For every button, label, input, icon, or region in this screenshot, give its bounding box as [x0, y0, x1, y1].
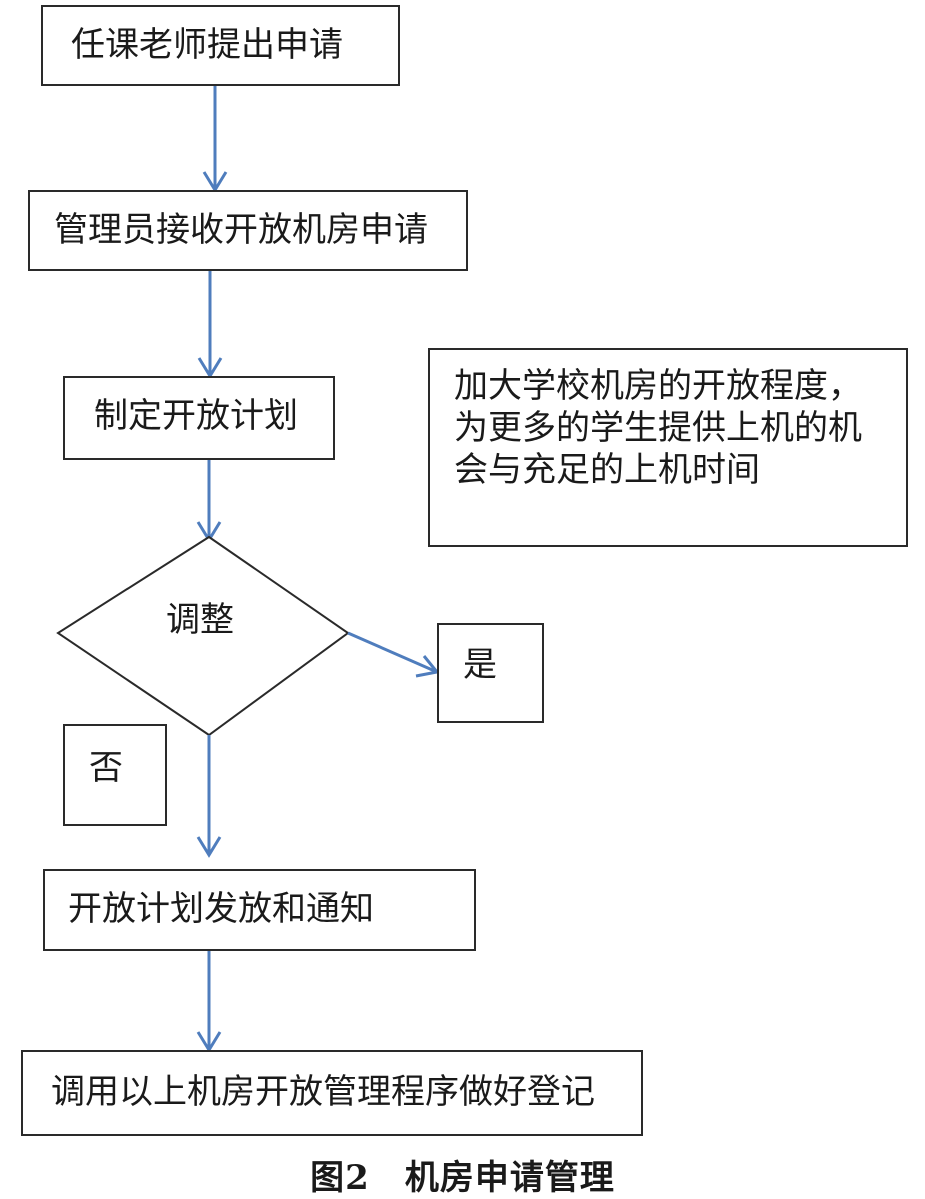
step-admin-receive-label: 管理员接收开放机房申请: [54, 210, 428, 250]
arrow-decision-to-yes: [347, 631, 438, 674]
arrowhead-step4: [196, 836, 222, 858]
step-make-plan-label: 制定开放计划: [94, 396, 298, 436]
yes-label: 是: [463, 645, 497, 685]
step-publish-notify: 开放计划发放和通知: [43, 869, 476, 951]
no-box: 否: [63, 724, 167, 826]
goal-note-line: 为更多的学生提供上机的机: [454, 408, 862, 448]
step-teacher-request-label: 任课老师提出申请: [71, 25, 343, 65]
step-teacher-request: 任课老师提出申请: [41, 5, 400, 86]
figure-caption: 图2 机房申请管理: [310, 1158, 615, 1198]
yes-box: 是: [437, 623, 544, 723]
decision-adjust-label: 调整: [166, 600, 234, 640]
step-register: 调用以上机房开放管理程序做好登记: [21, 1050, 643, 1136]
no-label: 否: [89, 748, 123, 788]
step-register-label: 调用以上机房开放管理程序做好登记: [51, 1072, 595, 1112]
goal-note-line: 会与充足的上机时间: [454, 450, 760, 490]
goal-note-line: 加大学校机房的开放程度，: [454, 366, 862, 406]
step-make-plan: 制定开放计划: [63, 376, 335, 460]
step-admin-receive: 管理员接收开放机房申请: [28, 190, 468, 271]
goal-note: 加大学校机房的开放程度， 为更多的学生提供上机的机 会与充足的上机时间: [428, 348, 908, 547]
step-publish-notify-label: 开放计划发放和通知: [68, 889, 374, 929]
